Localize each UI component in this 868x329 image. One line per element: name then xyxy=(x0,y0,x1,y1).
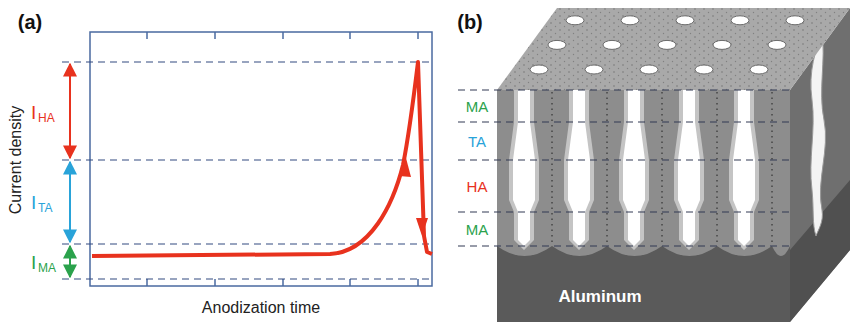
oxide-layer xyxy=(497,90,790,256)
current-subscript: TA xyxy=(38,202,52,214)
segment-label: HA xyxy=(467,179,488,194)
range-arrow xyxy=(69,64,71,158)
panel-letter: (b) xyxy=(457,12,483,32)
range-arrow xyxy=(69,246,71,277)
axis-title: Current density xyxy=(8,106,24,215)
plot-frame xyxy=(90,32,432,286)
segment-label: MA xyxy=(466,99,489,114)
current-symbol: I xyxy=(31,193,36,212)
pore-openings xyxy=(530,16,804,74)
level-lines xyxy=(62,62,432,279)
segment-label: MA xyxy=(466,222,489,237)
alumina-block xyxy=(458,8,850,322)
current-subscript: MA xyxy=(38,262,56,274)
panel-letter: (a) xyxy=(18,12,42,32)
current-chart xyxy=(62,32,432,286)
pore-channels xyxy=(509,90,772,250)
segment-label: TA xyxy=(468,134,486,149)
direction-arrowhead xyxy=(416,218,428,236)
axis-title: Anodization time xyxy=(202,300,320,316)
current-curve xyxy=(92,62,432,256)
current-symbol: I xyxy=(31,103,36,122)
segment-lines xyxy=(458,90,790,246)
top-face xyxy=(497,8,850,90)
axis-ticks xyxy=(147,32,418,286)
cut-pore xyxy=(811,32,826,236)
direction-arrowhead xyxy=(399,158,411,177)
range-arrow xyxy=(69,162,71,242)
current-subscript: HA xyxy=(38,112,55,124)
substrate-label: Aluminum xyxy=(558,288,641,305)
current-symbol: I xyxy=(31,253,36,272)
